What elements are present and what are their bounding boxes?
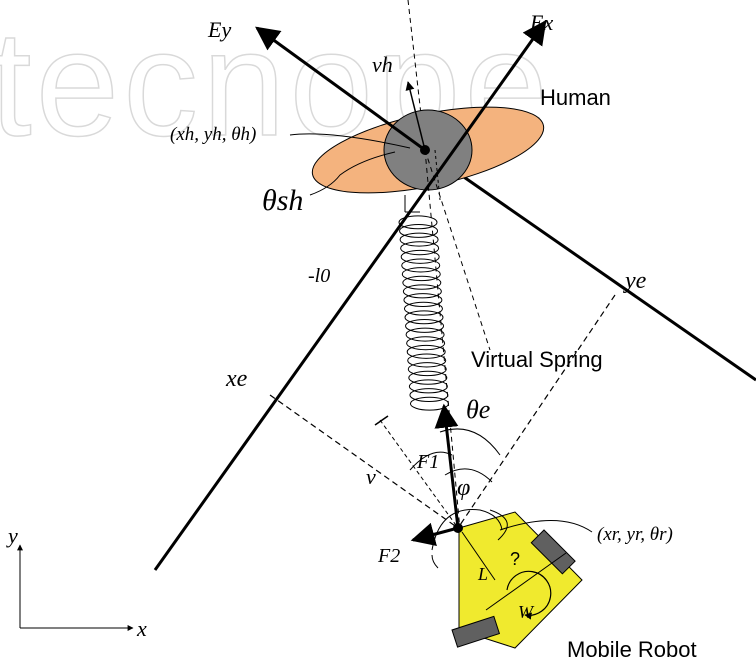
human-pose-label: (xh, yh, θh) <box>170 124 256 145</box>
v-direction-line <box>379 419 459 529</box>
spring-coil <box>406 336 446 351</box>
v-label: v <box>366 464 376 489</box>
spring-coil <box>405 327 445 342</box>
f1-label: F1 <box>416 451 439 473</box>
v-tick <box>374 415 389 426</box>
human-label: Human <box>540 85 611 110</box>
global-y-label: y <box>6 523 18 548</box>
phi-arc <box>444 468 493 483</box>
ex-axis <box>153 20 547 571</box>
ey-label: Ey <box>207 17 231 42</box>
mobile-robot-label: Mobile Robot <box>567 637 697 662</box>
f1-force-arrow <box>434 403 460 529</box>
spring-coil <box>408 379 448 394</box>
xe-label: xe <box>225 366 248 392</box>
f2-force-arrow <box>410 522 459 547</box>
spring-coil <box>403 301 443 316</box>
robot-wheel-top <box>530 529 576 575</box>
virtual-spring-dashed-line <box>424 149 491 351</box>
l0-label: -l0 <box>308 265 330 287</box>
theta-e-label: θe <box>466 395 490 424</box>
spring-coil <box>398 215 438 230</box>
phi-label: φ <box>457 475 470 501</box>
xe-projection-line <box>269 394 459 529</box>
human-reference-dashed-line <box>407 0 426 151</box>
human-heading-line <box>424 148 756 382</box>
ey-axis <box>255 26 426 152</box>
robot-pose-label: (xr, yr, θr) <box>597 524 673 545</box>
spring-coil <box>400 241 440 256</box>
w-label: W <box>518 602 535 622</box>
f2-arc <box>431 554 439 569</box>
theta-sh-label: θsh <box>262 184 303 217</box>
human-center-dot <box>420 145 430 155</box>
robot-w-line <box>485 552 567 611</box>
f2-label: F2 <box>377 545 400 567</box>
spring-coil <box>399 223 439 238</box>
theta-sh-pointer <box>309 151 396 196</box>
virtual-spring-coil <box>398 215 449 411</box>
robot-center-dot <box>453 523 463 533</box>
spring-coil <box>402 284 442 299</box>
human-pose-pointer <box>289 133 411 149</box>
virtual-spring-label: Virtual Spring <box>471 347 603 372</box>
spring-coil <box>399 232 439 247</box>
l-label: L <box>477 564 488 584</box>
robot-angle-arc-left <box>431 509 503 551</box>
spring-coil <box>407 362 447 377</box>
spring-coil <box>402 275 442 290</box>
spring-coil <box>400 249 440 264</box>
spring-coil <box>403 293 443 308</box>
ye-projection-line <box>457 294 616 529</box>
spring-coil <box>409 388 449 403</box>
spring-coil <box>401 258 441 273</box>
robot-rotation-arc <box>506 570 552 620</box>
robot-body <box>458 511 583 649</box>
question-label: ? <box>510 549 520 569</box>
spring-coil <box>401 267 441 282</box>
robot-pose-pointer <box>499 520 593 533</box>
global-x-label: x <box>136 616 147 641</box>
ye-label: ye <box>623 268 647 294</box>
spring-coil <box>407 353 447 368</box>
spring-coil <box>406 344 446 359</box>
vh-arrow <box>405 81 426 151</box>
mobile-robot <box>451 511 583 649</box>
robot-angle-arc-right <box>489 509 508 541</box>
robot-wheel-bottom <box>451 615 501 648</box>
ex-label: Ex <box>529 10 553 35</box>
spring-coil <box>405 318 445 333</box>
robot-l-line <box>461 531 496 581</box>
spring-coil <box>404 310 444 325</box>
vh-label: vh <box>372 52 393 77</box>
spring-coil <box>408 370 448 385</box>
